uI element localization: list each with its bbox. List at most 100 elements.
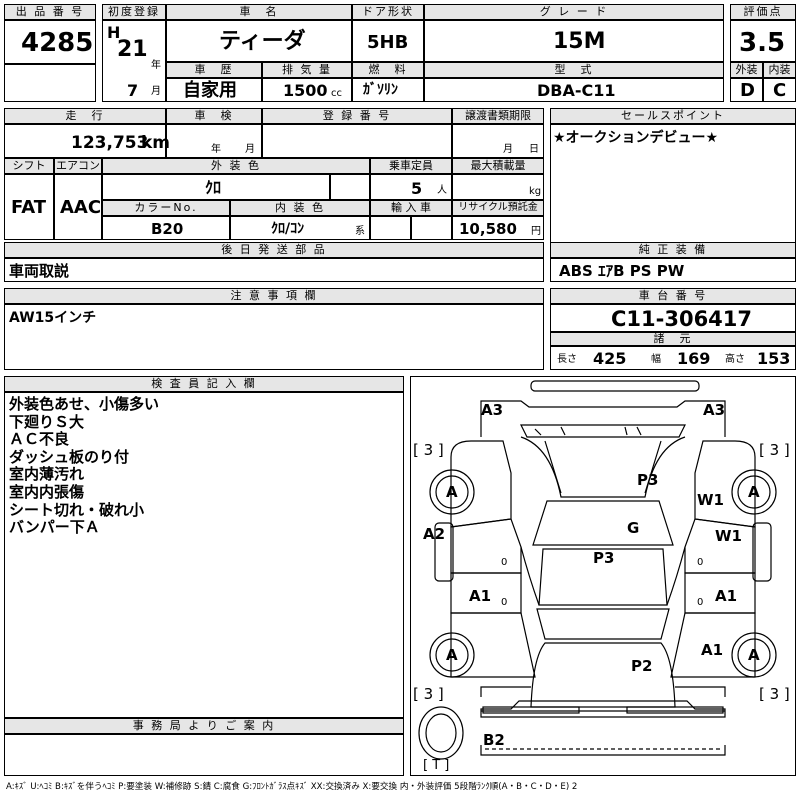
mark-a1-right: A1 <box>715 587 738 605</box>
interior-grade-cell: C <box>763 78 796 102</box>
shift: FAT <box>11 197 47 218</box>
aircon: AAC <box>60 197 102 218</box>
inspector-line: 室内内張傷 <box>9 482 85 501</box>
import-header: 輸 入 車 <box>370 200 452 216</box>
import-cell-a <box>370 216 411 240</box>
mark-w1-lower: W1 <box>715 527 742 545</box>
lot-no-blank <box>4 64 96 102</box>
insp-month-unit: 月 <box>245 144 255 155</box>
ext-color-header: 外 装 色 <box>102 158 370 174</box>
reg-year: 21 <box>117 37 148 62</box>
inspector-line: バンパー下Ａ <box>9 518 100 537</box>
hood <box>520 436 686 498</box>
ext-color-cell: ｸﾛ <box>102 174 330 200</box>
capacity-cell: 5 人 <box>370 174 452 200</box>
max-load-header: 最大積載量 <box>452 158 544 174</box>
mark-a1-left: A1 <box>469 587 492 605</box>
rear-lamp-left <box>482 706 580 714</box>
rear-quarter <box>480 686 726 697</box>
grade-cell: 15M <box>424 20 724 62</box>
hood-lines <box>544 440 662 494</box>
era: H <box>107 23 121 42</box>
import-cell-b <box>411 216 452 240</box>
rear-lamp-right <box>626 706 724 714</box>
wheel-fr-outer <box>731 469 777 515</box>
exterior-header: 外装 <box>730 62 763 78</box>
right-front-mirror <box>752 522 772 582</box>
mark-a1-rear: A1 <box>701 641 724 659</box>
shift-cell: FAT <box>4 174 54 240</box>
capacity-header: 乗車定員 <box>370 158 452 174</box>
score-cell: 3.5 <box>730 20 796 62</box>
inspector-header: 検 査 員 記 入 欄 <box>4 376 404 392</box>
sales-point-header: セールスポイント <box>550 108 796 124</box>
mileage-cell: 123,753 km <box>4 124 170 158</box>
inspector-line: 室内薄汚れ <box>9 465 85 484</box>
history-cell: 自家用 <box>166 78 262 102</box>
rear-bumper <box>480 700 726 718</box>
ext-color-extra <box>330 174 370 200</box>
score: 3.5 <box>739 28 786 58</box>
aircon-header: エアコン <box>54 158 102 174</box>
recycle-cell: 10,580 円 <box>452 216 544 240</box>
chassis-header: 車 台 番 号 <box>550 288 796 304</box>
max-load-cell: kg <box>452 174 544 200</box>
height-label: 高さ <box>725 354 745 365</box>
history: 自家用 <box>183 80 237 101</box>
length: 425 <box>593 349 627 368</box>
door-mark-right-1: 0 <box>697 557 703 568</box>
office-header: 事 務 局 よ り ご 案 内 <box>4 718 404 734</box>
transfer-month-unit: 月 <box>503 144 513 155</box>
door-cell: 5HB <box>352 20 424 62</box>
car-diagram: 0 0 0 0 <box>418 380 777 760</box>
int-color-cell: ｸﾛ/ｺﾝ 系 <box>230 216 370 240</box>
mileage: 123,753 <box>71 133 149 153</box>
displacement: 1500 <box>283 81 328 100</box>
right-rear-panel <box>670 612 756 678</box>
door-type: 5HB <box>367 32 409 53</box>
fuel: ｶﾞｿﾘﾝ <box>363 82 398 98</box>
capacity: 5 <box>411 179 423 198</box>
grille-lines <box>534 426 642 436</box>
capacity-unit: 人 <box>437 185 447 196</box>
notes-header: 注 意 事 項 欄 <box>4 288 544 304</box>
first-reg-cell: H 21 年 7 月 <box>102 20 166 102</box>
mark-wheel-rl: A <box>446 646 458 664</box>
mark-a3-right: A3 <box>703 401 726 419</box>
inspector-line: 下廻りＳ大 <box>9 412 85 431</box>
mark-p3-mid: P3 <box>593 549 615 567</box>
mark-wheel-fr: A <box>748 483 760 501</box>
lower-bumper <box>480 745 726 756</box>
genuine-equip-header: 純 正 装 備 <box>550 242 796 258</box>
transfer-header: 譲渡書類期限 <box>452 108 544 124</box>
color-no: B20 <box>151 220 184 238</box>
inspector-line: 外装色あせ、小傷多い <box>9 395 160 413</box>
ext-color: ｸﾛ <box>205 178 222 197</box>
month-unit: 月 <box>151 86 161 97</box>
mark-g: G <box>627 519 640 537</box>
mark-p2: P2 <box>631 657 653 675</box>
year-unit: 年 <box>151 60 161 71</box>
door-mark-left-2: 0 <box>501 597 507 608</box>
max-load-unit: kg <box>529 186 542 197</box>
later-parts: 車両取説 <box>9 262 70 280</box>
displacement-cell: 1500 cc <box>262 78 352 102</box>
wheel-rl-outer <box>429 632 475 678</box>
reg-no-header: 登 録 番 号 <box>262 108 452 124</box>
aircon-cell: AAC <box>54 174 102 240</box>
windshield <box>532 500 674 546</box>
car-diagram-frame: 0 0 0 0 A3 A3 [ 3 ] [ 3 ] [ 3 ] [ 3 ] A … <box>410 376 796 776</box>
car-name-cell: ティーダ <box>166 20 352 62</box>
inspection-header: 車 検 <box>166 108 262 124</box>
front-bumper <box>480 400 726 437</box>
recycle-header: リサイクル預託金 <box>452 200 544 216</box>
exterior-grade: D <box>740 80 755 101</box>
mark-wheel-fl: A <box>446 483 458 501</box>
office-cell <box>4 734 404 776</box>
model-cell: DBA-C11 <box>424 78 724 102</box>
history-header: 車 歴 <box>166 62 262 78</box>
wheel-fl-inner <box>435 475 469 509</box>
mark-wheel-rr: A <box>748 646 760 664</box>
roof-bar <box>530 380 700 392</box>
